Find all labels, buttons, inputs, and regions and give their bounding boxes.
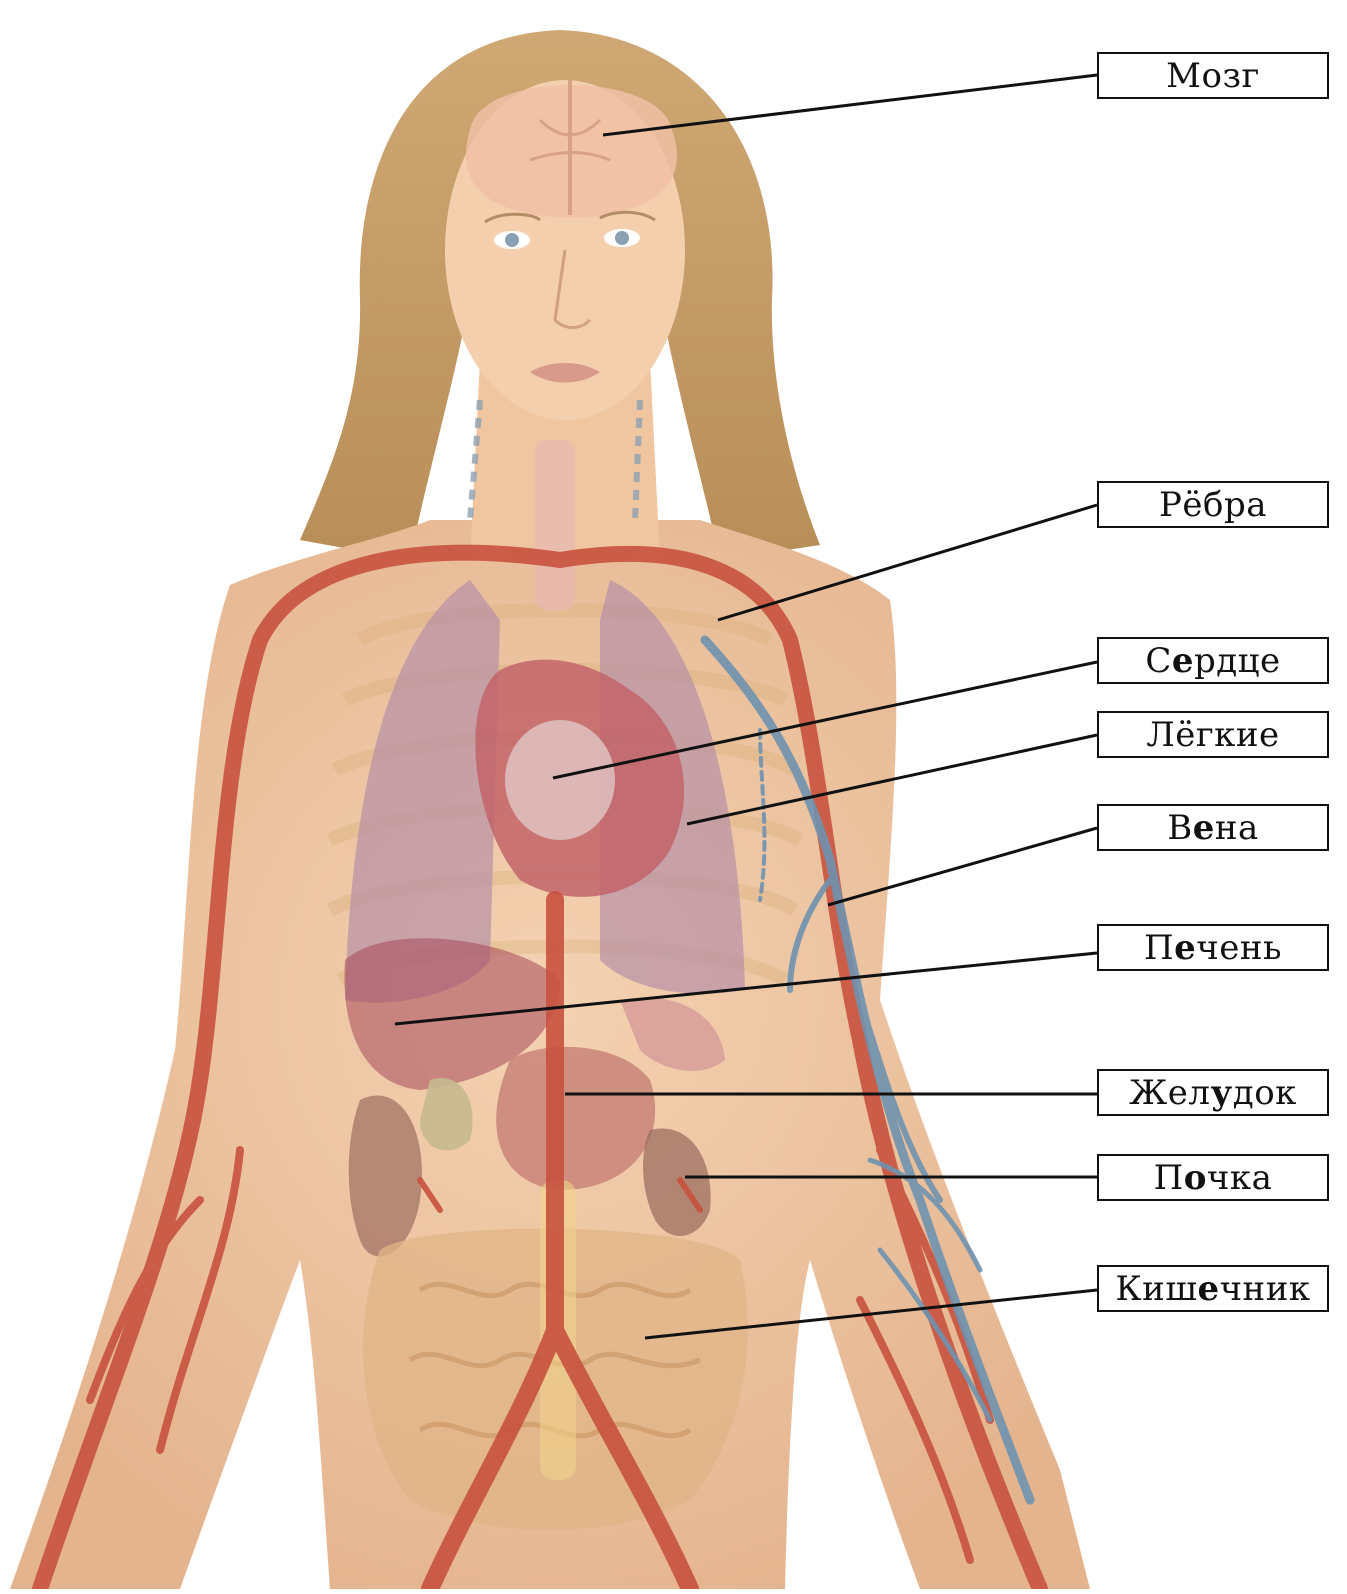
label-ribs: Рёбра (1097, 481, 1329, 528)
label-lungs: Лёгкие (1097, 711, 1329, 758)
trachea (535, 440, 575, 610)
label-brain: Мозг (1097, 52, 1329, 99)
